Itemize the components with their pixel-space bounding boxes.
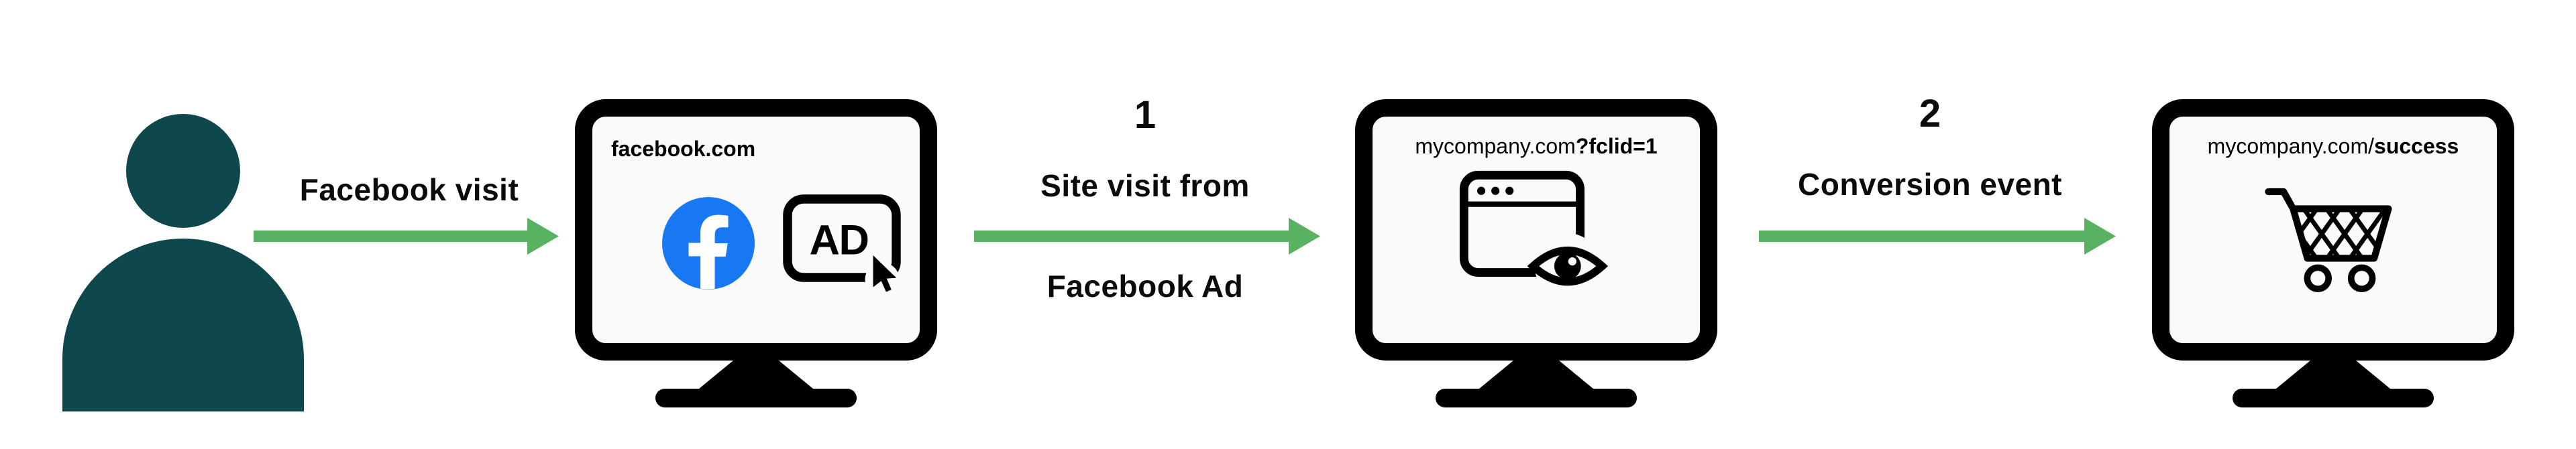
monitor-stand-base [655,389,857,407]
window-dot-icon [1477,186,1486,195]
cart-wheel [2347,264,2376,293]
arrow-right-icon [254,218,559,255]
arrow-right-icon [974,218,1320,255]
facebook-visit-label: Facebook visit [299,172,519,207]
facebook-screen: facebook.com AD [575,99,937,361]
window-dot-icon [1491,186,1500,195]
monitor-stand-neck [2276,361,2390,389]
cart-handle [2265,188,2297,212]
ad-text: AD [810,217,869,264]
facebook-url: facebook.com [611,137,756,161]
cart-wheel [2304,264,2332,293]
monitor-stand-base [1436,389,1637,407]
facebook-logo-icon [662,197,755,290]
monitor-landing-page: mycompany.com?fclid=1 [1355,99,1717,407]
step-number-2: 2 [1919,92,1941,135]
cart-basket [2290,205,2392,262]
eye-highlight [1568,257,1576,266]
browser-window-eye-icon [1459,170,1609,300]
shopping-cart-icon [2265,188,2392,293]
visitor-body [62,239,304,411]
conversion-event-label: Conversion event [1798,167,2062,202]
eye-pupil [1554,253,1581,280]
visitor-head [126,114,240,228]
ad-click-icon: AD [783,194,901,294]
landing-url: mycompany.com?fclid=1 [1415,134,1658,158]
landing-screen: mycompany.com?fclid=1 [1355,99,1717,361]
monitor-facebook: facebook.com AD [575,99,937,407]
monitor-stand-neck [1479,361,1593,389]
conversion-screen: mycompany.com/success [2152,99,2514,361]
site-visit-label-line2: Facebook Ad [1046,269,1244,304]
conversion-url: mycompany.com/success [2207,134,2459,158]
site-visit-label-line1: Site visit from [1040,168,1250,203]
arrow-right-icon [1759,218,2116,255]
cursor-icon [873,255,897,292]
monitor-conversion-page: mycompany.com/success [2152,99,2514,407]
window-dot-icon [1505,186,1514,195]
monitor-stand-neck [699,361,813,389]
step-number-1: 1 [1134,93,1157,137]
monitor-stand-base [2233,389,2434,407]
